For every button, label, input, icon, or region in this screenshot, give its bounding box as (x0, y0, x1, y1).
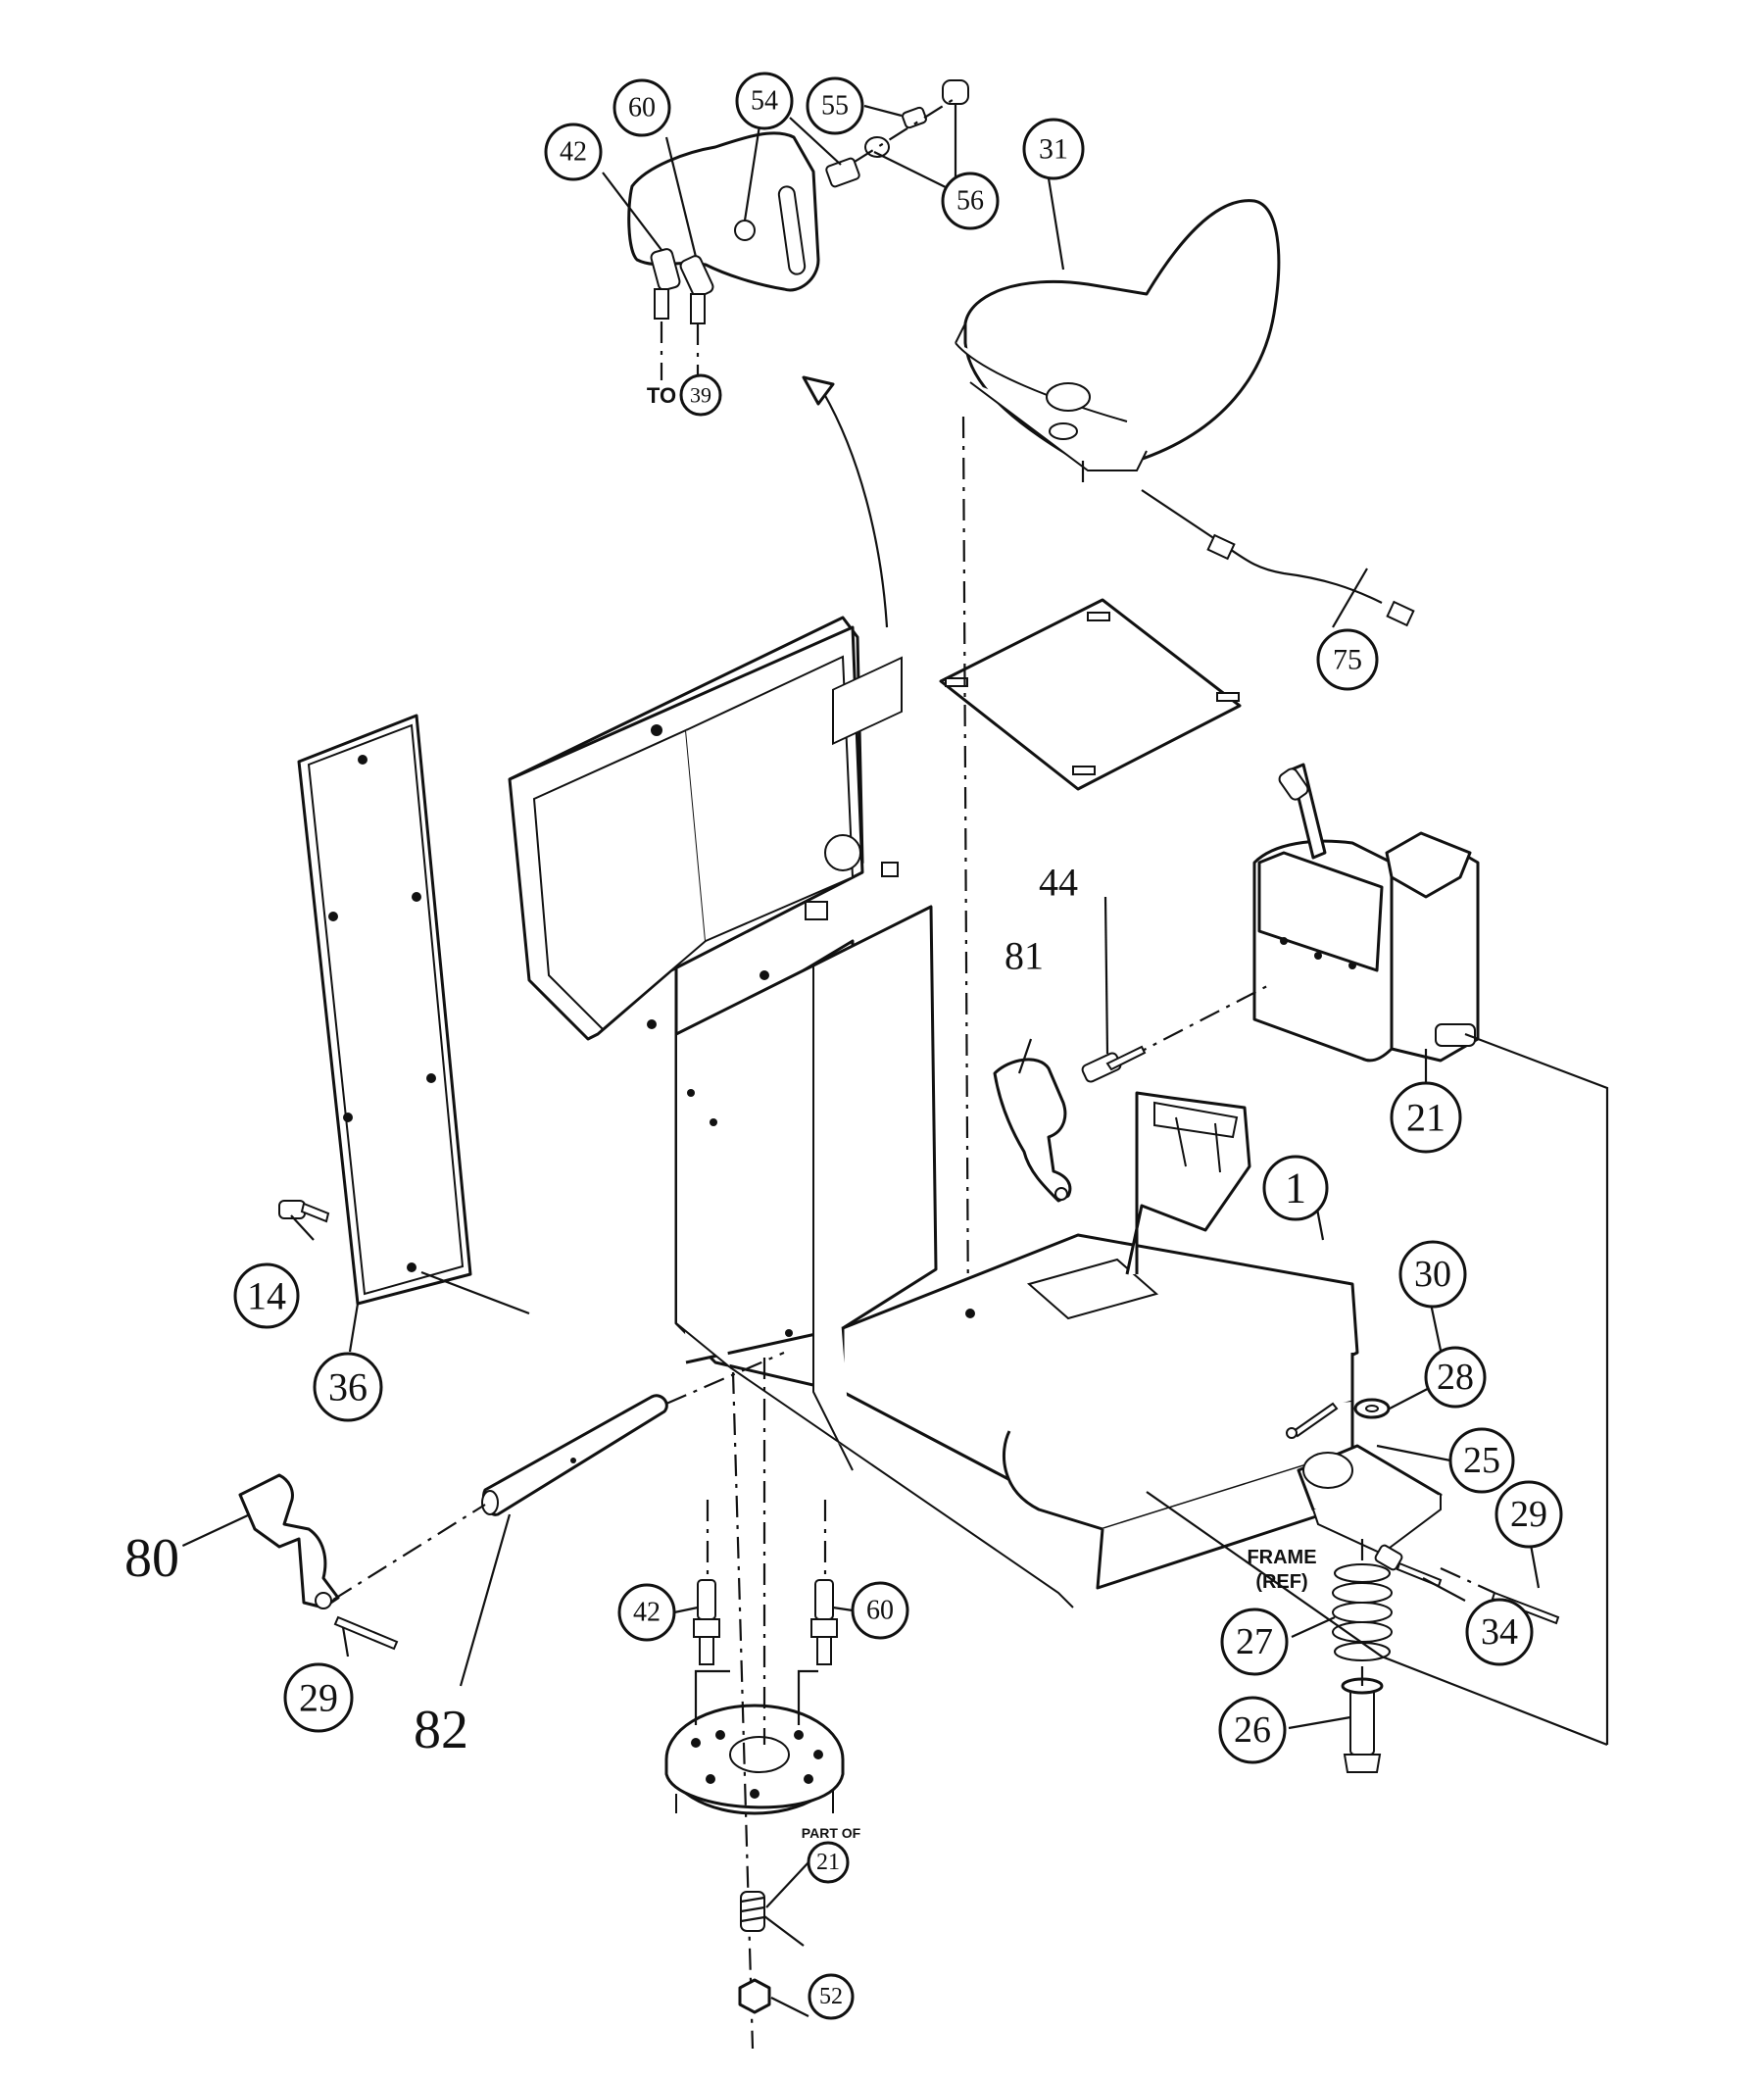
seat-base-frame (841, 1058, 1359, 1590)
seat-part (955, 199, 1281, 482)
seat-alignment-line (961, 416, 970, 1324)
valve-bracket-detail (627, 79, 969, 380)
svg-text:42: 42 (633, 1598, 661, 1628)
svg-text:27: 27 (1236, 1621, 1273, 1662)
callout-36: 36 (313, 1352, 383, 1422)
svg-text:60: 60 (866, 1596, 894, 1626)
note-to: TO (647, 383, 676, 408)
svg-text:75: 75 (1333, 644, 1362, 676)
washer-28-part (1353, 1398, 1391, 1419)
stud-callout-leader (765, 1861, 809, 1908)
pin-29-left (333, 1615, 399, 1651)
console-leader (1464, 1032, 1609, 1745)
svg-text:52: 52 (819, 1984, 843, 2009)
callout-14: 14 (233, 1262, 300, 1329)
callout-60-top: 60 (612, 78, 671, 137)
callout-52: 52 (808, 1973, 855, 2020)
frame-ref-leader (1146, 1491, 1608, 1747)
svg-text:54: 54 (751, 86, 778, 117)
svg-text:30: 30 (1414, 1254, 1451, 1295)
spring-27-part (1332, 1563, 1393, 1661)
bolt-31-part (1374, 1544, 1443, 1588)
fitting-60 (810, 1579, 838, 1665)
callout-31: 34 (1465, 1598, 1534, 1666)
callout-80: 80 (119, 1525, 185, 1592)
fitting-42 (693, 1579, 720, 1665)
note-ref: (REF) (1255, 1571, 1307, 1593)
callout-55: 55 (806, 76, 864, 135)
callout-1: 1 (1262, 1155, 1329, 1221)
callout-42-top: 42 (544, 123, 603, 181)
callout-30: 30 (1398, 1240, 1467, 1309)
svg-text:31: 31 (1039, 133, 1068, 166)
tower-body (508, 616, 1074, 1608)
note-frame: FRAME (1247, 1547, 1316, 1568)
nut-52-part (738, 1978, 771, 2014)
svg-text:1: 1 (1285, 1164, 1306, 1212)
callout-81: 81 (995, 926, 1054, 985)
bracket-25-part (1297, 1444, 1443, 1556)
callout-39: 39 (679, 373, 722, 417)
callout-56: 56 (941, 172, 1000, 230)
svg-text:21: 21 (816, 1850, 840, 1875)
callout-leaders (175, 103, 1541, 2017)
callout-44: 44 (1029, 853, 1088, 912)
callout-21-console: 21 (1390, 1081, 1462, 1154)
bolt-44 (1081, 1045, 1147, 1083)
callout-54: 54 (735, 72, 794, 130)
console-alignment-line (1126, 984, 1270, 1060)
callout-60-bottom: 60 (851, 1581, 909, 1640)
shaft-alignment-line (332, 1504, 486, 1601)
bolt-14 (278, 1200, 330, 1223)
stud-part (740, 1891, 765, 1932)
pin-alignment-line (1440, 1566, 1495, 1595)
svg-text:29: 29 (1510, 1494, 1547, 1535)
callout-28: 28 (1424, 1346, 1487, 1409)
detail-arrow (802, 375, 889, 628)
pedal-arm-part (238, 1473, 340, 1609)
svg-text:44: 44 (1039, 861, 1078, 905)
svg-text:80: 80 (124, 1528, 179, 1589)
svg-text:55: 55 (821, 91, 849, 122)
callout-25: 25 (1448, 1427, 1515, 1494)
svg-text:56: 56 (956, 186, 984, 217)
svg-text:81: 81 (1004, 934, 1044, 978)
svg-text:42: 42 (560, 137, 587, 168)
callout-26: 26 (1218, 1696, 1287, 1764)
callout-29-right: 29 (1494, 1480, 1563, 1549)
svg-text:39: 39 (690, 383, 711, 408)
shaft-part (481, 1394, 668, 1516)
callout-21-stud: 21 (807, 1841, 850, 1884)
seat-switch-harness (1141, 489, 1415, 627)
callout-75: 75 (1316, 628, 1379, 691)
side-panel-part (297, 714, 472, 1306)
callout-29-left: 29 (283, 1662, 354, 1733)
svg-text:26: 26 (1234, 1709, 1271, 1751)
callout-42-bottom: 42 (617, 1583, 676, 1642)
callout-27: 27 (1220, 1608, 1289, 1676)
svg-text:36: 36 (328, 1365, 368, 1410)
screw-30-part (1286, 1402, 1339, 1439)
seat-mounting-plate (939, 598, 1242, 791)
svg-text:82: 82 (414, 1700, 468, 1760)
svg-text:29: 29 (299, 1676, 338, 1720)
shaft-alignment-line-2 (665, 1351, 785, 1406)
svg-text:25: 25 (1463, 1440, 1500, 1481)
svg-text:60: 60 (628, 93, 656, 124)
swivel-bearing-part (664, 1669, 845, 1815)
panel-leader (420, 1270, 530, 1315)
svg-text:14: 14 (247, 1274, 286, 1318)
svg-text:28: 28 (1437, 1357, 1474, 1398)
callout-82: 82 (408, 1697, 474, 1763)
shaft-26-part (1341, 1677, 1384, 1773)
svg-text:34: 34 (1481, 1611, 1518, 1653)
svg-text:21: 21 (1406, 1096, 1446, 1140)
control-console-part (1252, 763, 1480, 1063)
note-part-of: PART OF (802, 1825, 861, 1841)
bearing-centerline (731, 1371, 755, 2050)
callout-34: 31 (1022, 118, 1085, 180)
